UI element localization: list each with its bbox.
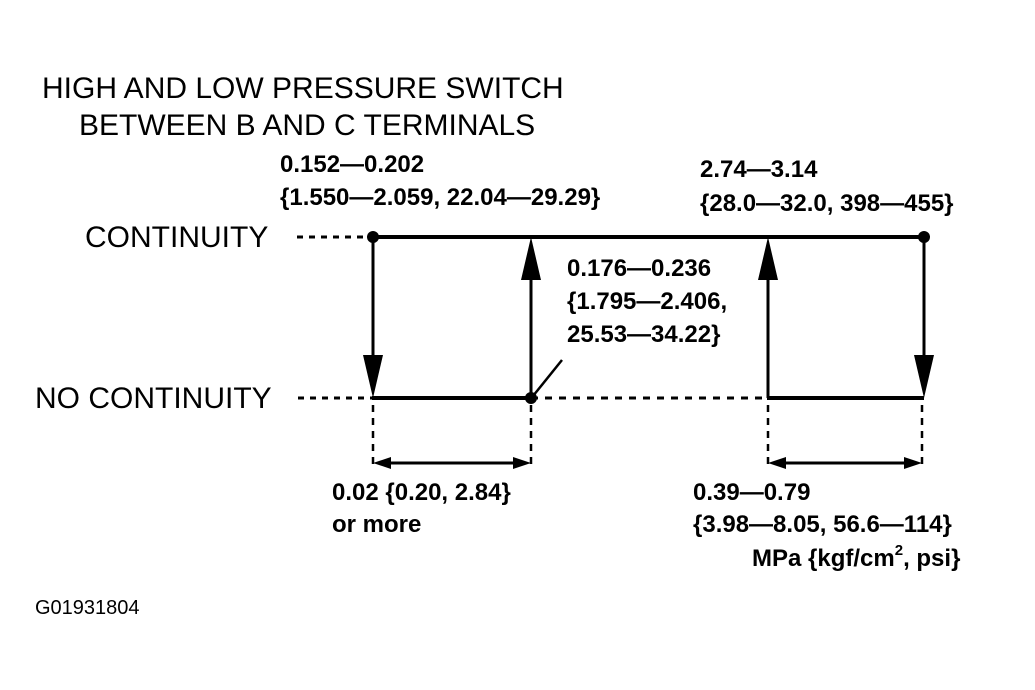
low-off-value-mpa: 0.152—0.202: [280, 151, 425, 178]
high-off-point: [918, 231, 930, 243]
low-off-value-kgf-psi: {1.550—2.059, 22.04—29.29}: [280, 184, 601, 211]
low-hysteresis-right-arrowhead: [513, 457, 531, 469]
low-on-point: [525, 392, 537, 404]
high-on-up-arrowhead: [758, 237, 778, 280]
units-prefix: MPa {kgf/cm: [752, 545, 895, 572]
high-on-value-mpa: 2.74—3.14: [700, 156, 818, 183]
low-on-value-mpa: 0.176—0.236: [567, 255, 712, 282]
high-off-down-arrowhead: [914, 355, 934, 398]
high-hysteresis-left-arrowhead: [768, 457, 786, 469]
low-on-value-psi: 25.53—34.22}: [567, 321, 721, 348]
low-off-down-arrowhead: [363, 355, 383, 398]
low-on-leader-line: [532, 359, 563, 397]
low-hysteresis-value: 0.02 {0.20, 2.84}: [332, 479, 511, 506]
no-continuity-label: NO CONTINUITY: [35, 382, 272, 415]
low-hysteresis-left-arrowhead: [373, 457, 391, 469]
low-on-up-arrowhead: [521, 237, 541, 280]
units-superscript: 2: [894, 542, 904, 559]
continuity-label: CONTINUITY: [85, 221, 269, 254]
units-suffix: , psi}: [903, 545, 961, 572]
high-hysteresis-right-arrowhead: [904, 457, 922, 469]
diagram-title-line-1: HIGH AND LOW PRESSURE SWITCH: [42, 72, 564, 105]
diagram-title-line-2: BETWEEN B AND C TERMINALS: [79, 109, 536, 142]
high-hysteresis-value-mpa: 0.39—0.79: [693, 479, 811, 506]
low-on-value-kgf: {1.795—2.406,: [567, 288, 728, 315]
high-hysteresis-value-kgf-psi: {3.98—8.05, 56.6—114}: [693, 511, 952, 538]
low-off-point: [367, 231, 379, 243]
high-on-value-kgf-psi: {28.0—32.0, 398—455}: [700, 190, 954, 217]
figure-code: G01931804: [35, 597, 140, 619]
units-label: MPa {kgf/cm2, psi}: [752, 542, 961, 572]
low-hysteresis-qualifier: or more: [332, 511, 422, 538]
